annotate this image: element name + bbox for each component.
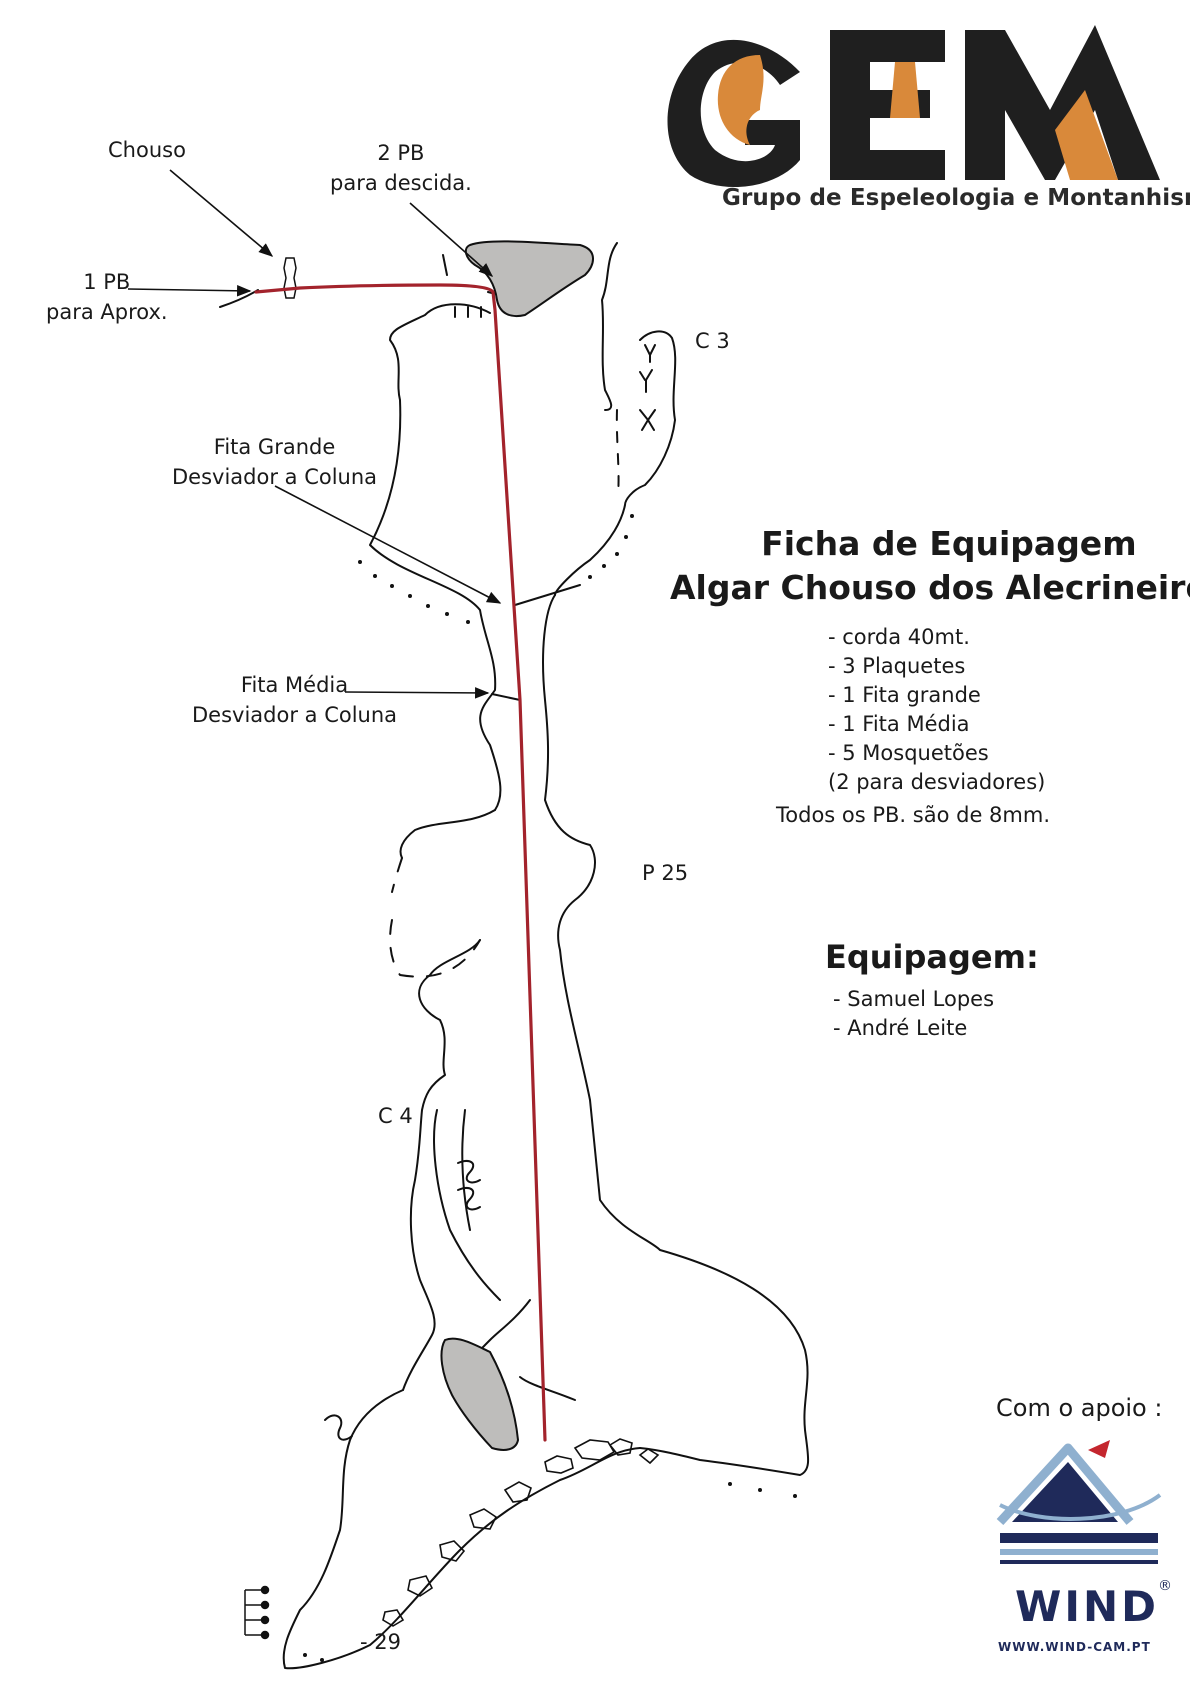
sheet-title-line1: Ficha de Equipagem [761, 524, 1137, 563]
wind-band-1 [1000, 1533, 1158, 1543]
material-item: - 3 Plaquetes [828, 654, 966, 678]
label-1pb-line2: para Aprox. [46, 300, 168, 324]
wind-flag [1088, 1440, 1110, 1458]
label-fita-grande: Fita Grande Desviador a Coluna [172, 432, 377, 492]
left-wall-lower [399, 809, 496, 859]
left-wall-mid [402, 939, 481, 1391]
wind-mountain [1012, 1462, 1118, 1522]
wind-swoosh [999, 1493, 1162, 1521]
arrow-1pb [127, 285, 252, 297]
c3-alcove [554, 330, 677, 596]
label-2pb: 2 PB para descida. [330, 138, 472, 198]
surface-line-left [219, 289, 259, 308]
wind-mountain-outline [996, 1443, 1134, 1526]
label-1pb: 1 PB para Aprox. [46, 267, 168, 327]
materials-list: - corda 40mt. - 3 Plaquetes - 1 Fita gra… [828, 623, 1045, 797]
bolt-marks [244, 1585, 270, 1640]
gem-logo-e [830, 30, 945, 180]
lower-wave [324, 1414, 353, 1441]
wind-logo-mark [996, 1440, 1162, 1564]
left-dashed-upper [391, 857, 403, 893]
person-item: - André Leite [833, 1016, 968, 1040]
annotation-arrows [127, 169, 502, 699]
right-wall-upper [542, 594, 810, 1476]
shaft-left-wall [369, 303, 502, 811]
arrow-2pb [409, 202, 494, 277]
c4-wave [457, 1160, 481, 1211]
c3-dashed [615, 409, 620, 496]
label-fita-grande-line2: Desviador a Coluna [172, 465, 378, 489]
gem-subtitle: Grupo de Espeleologia e Montanhismo [722, 185, 1190, 211]
label-2pb-line2: para descida. [330, 171, 472, 195]
label-p25: P 25 [642, 861, 689, 885]
material-item: - 5 Mosquetões [828, 741, 989, 765]
left-dashed-mid [389, 919, 481, 978]
c3-ticks [639, 344, 656, 431]
gem-logo-e-accent [890, 62, 920, 118]
sponsor-label: Com o apoio : [996, 1394, 1163, 1422]
wind-band-2 [1000, 1549, 1158, 1555]
arrow-fita-grande [274, 485, 502, 604]
label-c3: C 3 [695, 329, 730, 353]
label-fita-media: Fita Média Desviador a Coluna [192, 670, 397, 730]
equipagem-people: - Samuel Lopes - André Leite [833, 985, 994, 1043]
label-1pb-line1: 1 PB [83, 270, 131, 294]
deviator-media [491, 693, 521, 701]
label-chouso-text: Chouso [108, 138, 186, 162]
gem-logo-m [965, 25, 1160, 180]
arrow-chouso [169, 169, 274, 257]
lower-left-chamber [282, 1389, 641, 1670]
bolt-note: Todos os PB. são de 8mm. [776, 803, 1050, 827]
label-depth: - 29 [360, 1630, 401, 1654]
equipagem-heading: Equipagem: [825, 938, 1039, 976]
label-fita-grande-line1: Fita Grande [213, 435, 336, 459]
gem-logo-m-accent [1055, 90, 1118, 180]
sheet-title: Ficha de Equipagem Algar Chouso dos Alec… [670, 522, 1190, 610]
surface-line-top [442, 254, 448, 276]
deviator-grande [514, 584, 581, 606]
shaft-right-wall [601, 242, 618, 411]
chouso-marker [283, 257, 297, 299]
label-fita-media-line2: Desviador a Coluna [192, 703, 398, 727]
wind-registered: ® [1158, 1578, 1172, 1594]
wind-brand: WIND [1015, 1582, 1159, 1631]
surface-rock [464, 240, 594, 318]
entrance-ticks [454, 306, 482, 318]
label-fita-media-line1: Fita Média [240, 673, 349, 697]
material-item: (2 para desviadores) [828, 770, 1046, 794]
c4-passage-inner [461, 1109, 471, 1231]
label-c4: C 4 [378, 1104, 413, 1128]
gem-logo-g [667, 39, 800, 188]
rope [254, 283, 547, 1442]
floor-step [519, 1376, 576, 1401]
material-item: - 1 Fita Média [828, 712, 970, 736]
c4-passage-outer [433, 1109, 501, 1301]
breakdown-dots [303, 514, 797, 1662]
lower-rock [440, 1337, 520, 1451]
gem-logo [667, 25, 1160, 188]
label-2pb-line1: 2 PB [377, 141, 425, 165]
wind-band-3 [1000, 1560, 1158, 1564]
sheet-title-line2: Algar Chouso dos Alecrineiros [670, 568, 1190, 607]
arrow-fita-media [344, 687, 490, 699]
material-item: - 1 Fita grande [828, 683, 981, 707]
label-chouso: Chouso [108, 135, 186, 165]
wind-url: WWW.WIND-CAM.PT [998, 1640, 1151, 1654]
material-item: - corda 40mt. [828, 625, 970, 649]
gem-logo-g-accent [717, 55, 764, 145]
person-item: - Samuel Lopes [833, 987, 995, 1011]
boulder-field [382, 1438, 660, 1627]
